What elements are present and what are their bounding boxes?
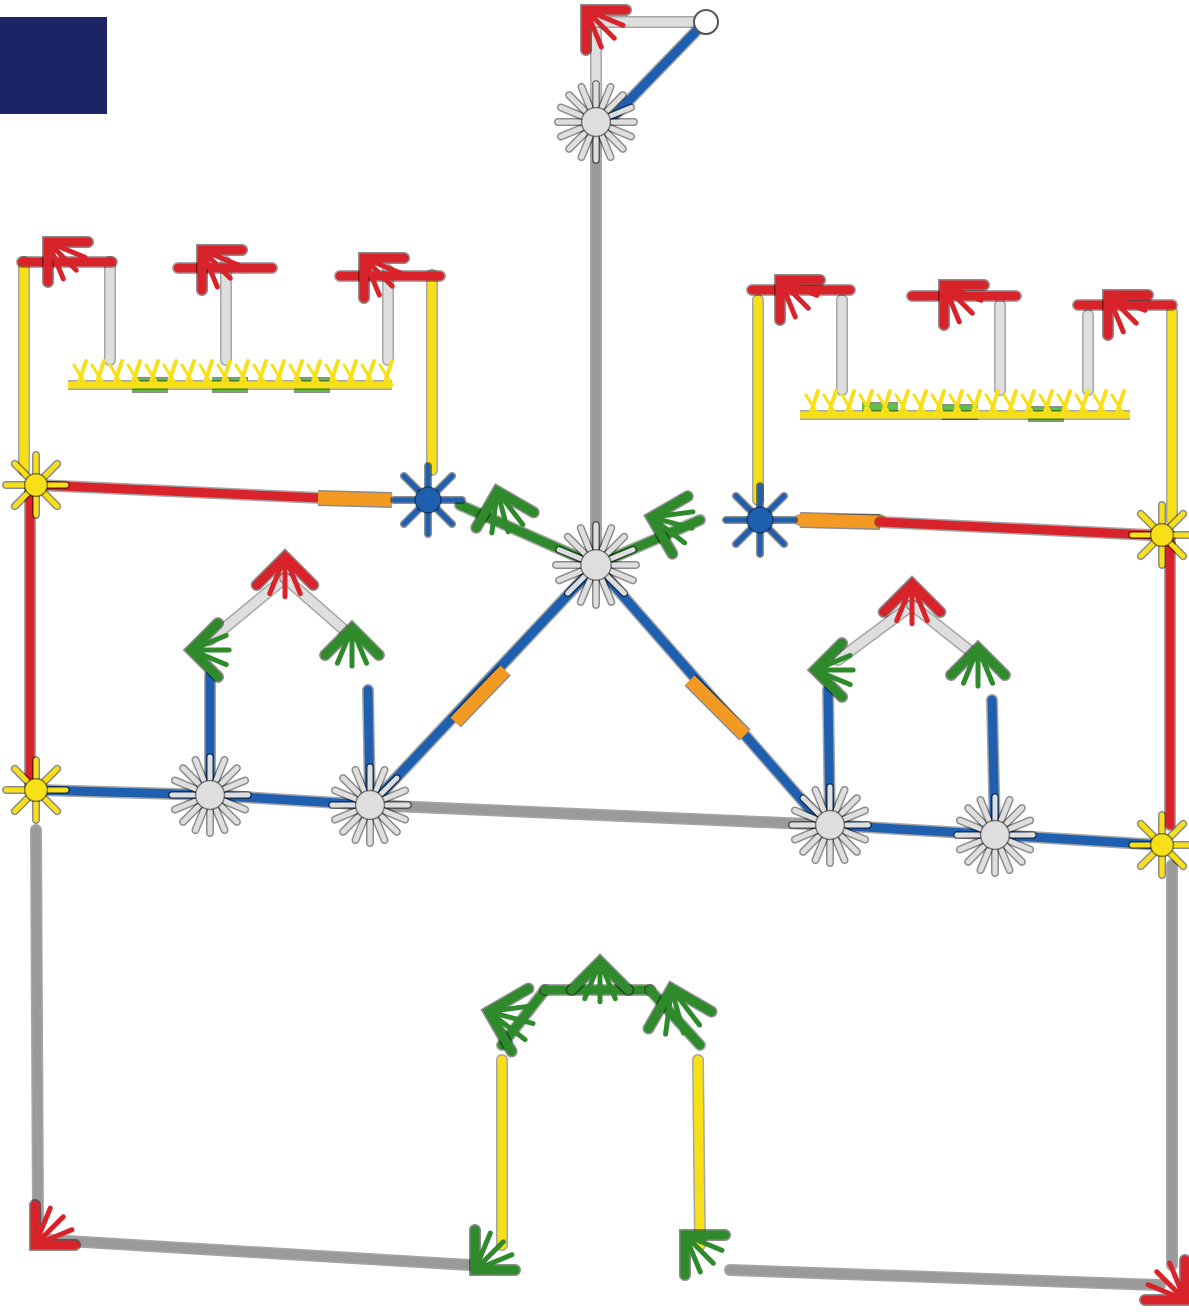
star-hub-icon [726,486,794,554]
corner-connector-icon [35,1205,75,1245]
corner-connector-icon [780,280,820,320]
corner-connector-icon [572,962,629,1019]
star-hub-icon [556,525,636,605]
bottom-left-rod [50,1240,470,1265]
red-rod [38,485,320,498]
bottom-right-rod [730,1270,1160,1285]
corner-connector-icon [191,623,245,677]
middle-beam-rod [370,805,830,825]
corner-connector-icon [884,584,941,641]
star-hub-icon [332,767,408,843]
star-hub-icon [792,787,868,863]
yellow-rod [698,1060,700,1245]
star-hub-icon [1132,815,1189,875]
star-hub-icon [6,455,66,515]
corner-connector-icon [1108,295,1148,335]
star-hub-icon [957,797,1033,873]
orange-connector-clip [800,520,880,522]
corner-connector-icon [944,285,984,325]
left-battlement-comb [68,361,392,385]
corner-connector-icon [685,1235,725,1275]
star-hub-icon [394,466,462,534]
corner-connector-icon [951,648,1005,702]
blue-rod [612,22,705,118]
corner-connector-icon [586,10,626,50]
corner-connector-icon [475,1230,515,1270]
orange-connector-clip [690,680,745,735]
left-wall-rod [36,830,38,1220]
corner-connector-icon [257,557,314,614]
star-hub-icon [558,84,634,160]
star-hub-icon [172,757,248,833]
star-hub-icon [1132,505,1189,565]
orange-connector-clip [318,498,392,500]
red-rod [880,522,1150,535]
hinge-cap [694,10,718,34]
star-hub-icon [6,760,66,820]
right-battlement-comb [800,391,1130,415]
corner-connector-icon [325,628,379,682]
orange-connector-clip [455,670,505,722]
